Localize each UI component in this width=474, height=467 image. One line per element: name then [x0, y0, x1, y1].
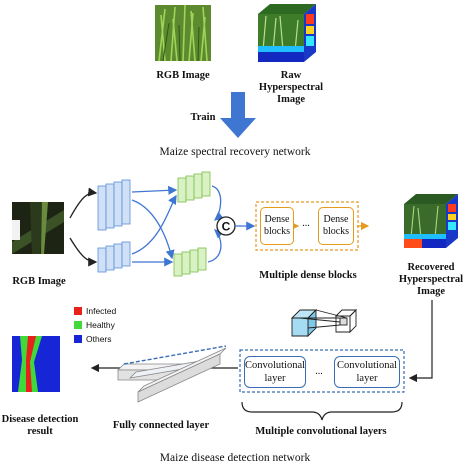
legend-swatch-healthy	[74, 321, 82, 329]
spectral-recovery-caption: Maize spectral recovery network	[159, 146, 311, 158]
detection-network-diagram	[12, 300, 433, 421]
dense-block-1: Dense blocks	[260, 207, 294, 245]
rgb-image-label-mid: RGB Image	[12, 276, 66, 287]
detection-legend: Infected Healthy Others	[74, 306, 144, 344]
dense-block-2: Dense blocks	[318, 207, 354, 245]
conv-brace	[241, 401, 403, 421]
rgb-image-label-top: RGB Image	[156, 70, 210, 81]
rgb-image-leaf-thumbnail	[12, 202, 64, 254]
fully-connected-label: Fully connected layer	[112, 420, 210, 431]
feature-block-bottom-right	[173, 247, 207, 277]
disease-detection-result-label: Disease detection result	[1, 414, 79, 437]
feature-block-top-left	[97, 179, 131, 231]
recovered-hyperspectral-label: Recovered Hyperspectral Image	[398, 262, 464, 297]
recovery-network-diagram: C	[69, 171, 458, 277]
legend-item-infected: Infected	[74, 306, 144, 316]
train-label: Train	[190, 112, 216, 123]
train-arrow-icon	[216, 92, 260, 140]
dense-ellipsis: ...	[302, 218, 310, 229]
legend-label-others: Others	[86, 334, 112, 344]
conv-layers-caption: Multiple convolutional layers	[255, 426, 387, 437]
raw-hyperspectral-cube	[256, 2, 318, 64]
conv-layer-2: Convolutional layer	[334, 356, 400, 388]
legend-swatch-others	[74, 335, 82, 343]
legend-swatch-infected	[74, 307, 82, 315]
rgb-image-thumbnail-top	[155, 4, 211, 62]
feature-block-top-right	[177, 171, 211, 203]
legend-label-healthy: Healthy	[86, 320, 115, 330]
fully-connected-layer-icon	[117, 345, 227, 403]
conv-ellipsis: ...	[315, 366, 323, 377]
recovered-hyperspectral-cube	[404, 194, 458, 249]
disease-detection-map	[12, 336, 60, 392]
legend-label-infected: Infected	[86, 306, 117, 316]
feature-block-bottom-left	[97, 241, 131, 273]
concat-symbol: C	[222, 220, 231, 234]
raw-hyperspectral-label: Raw Hyperspectral Image	[258, 70, 324, 105]
disease-detection-caption: Maize disease detection network	[159, 452, 311, 464]
dense-blocks-caption: Multiple dense blocks	[259, 270, 357, 281]
legend-item-others: Others	[74, 334, 144, 344]
conv-layers-group	[239, 349, 405, 393]
convolution-kernel-icon	[290, 308, 358, 338]
legend-item-healthy: Healthy	[74, 320, 144, 330]
conv-layer-1: Convolutional layer	[244, 356, 306, 388]
